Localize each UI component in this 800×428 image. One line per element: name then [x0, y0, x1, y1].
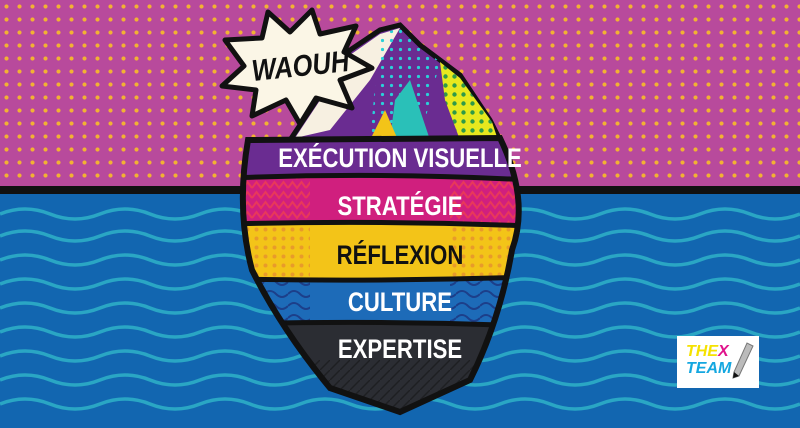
layer-label-execution: EXÉCUTION VISUELLE	[278, 143, 522, 173]
layer-label-culture: CULTURE	[347, 287, 453, 317]
layer-label-reflexion: RÉFLEXION	[336, 240, 464, 270]
iceberg-peak	[285, 22, 505, 143]
iceberg-body	[242, 138, 519, 412]
logo-line1: THEX	[686, 344, 729, 360]
burst-shape	[219, 7, 375, 127]
logo-team: TEAM	[686, 360, 732, 377]
the-x-team-logo: THEX TEAM	[677, 336, 759, 388]
marker-icon	[732, 342, 754, 379]
logo-x: X	[718, 343, 729, 360]
layer-label-expertise: EXPERTISE	[337, 334, 463, 364]
layer-label-strategie: STRATÉGIE	[337, 191, 463, 221]
logo-the: THE	[686, 343, 718, 360]
